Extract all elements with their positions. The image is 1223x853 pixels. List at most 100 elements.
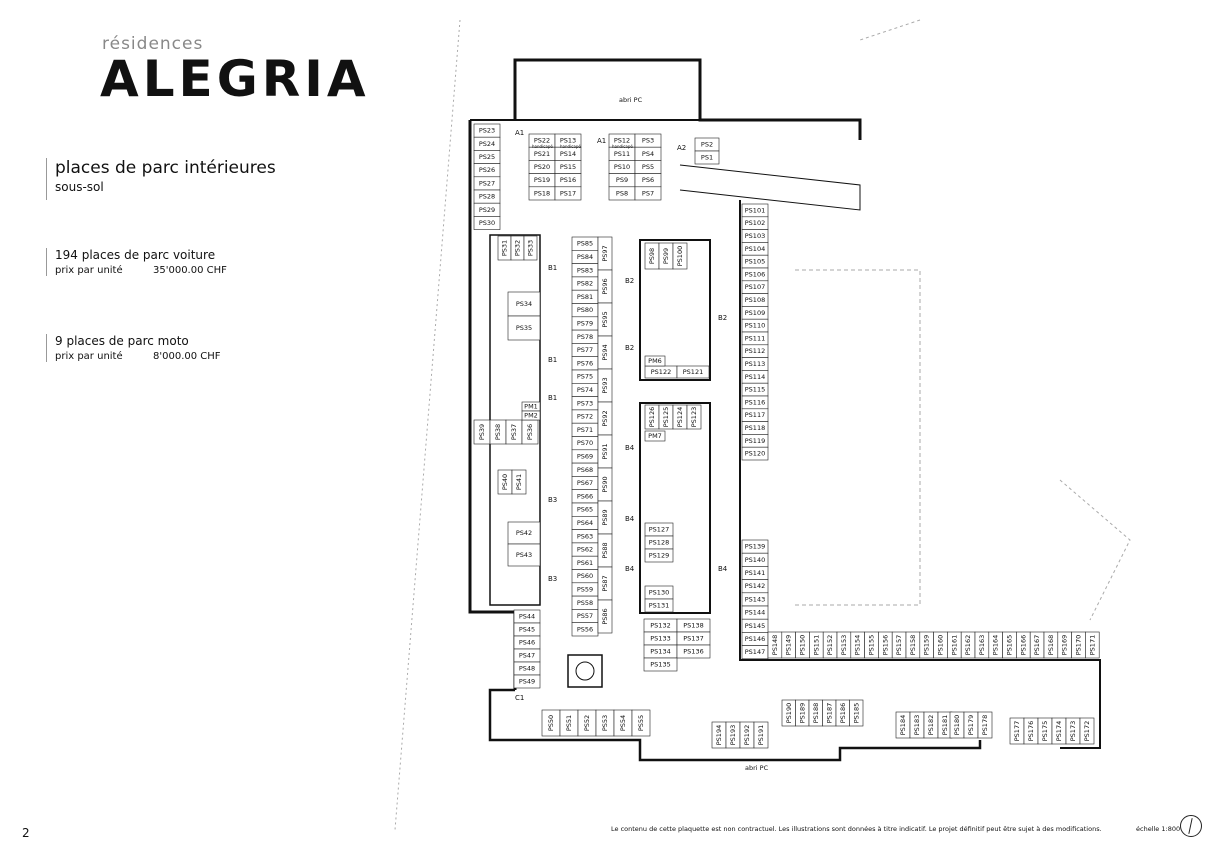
svg-text:PS147: PS147 [745,648,765,656]
parking-bay-west: PS28 [473,189,501,204]
svg-text:PS118: PS118 [745,424,765,432]
parking-bay-south: PS183 [909,711,925,739]
parking-bay-south: PS179 [963,711,979,739]
svg-text:PS41: PS41 [515,474,523,490]
svg-text:PS28: PS28 [479,193,495,201]
parking-bay-east: PS102 [741,216,769,230]
svg-text:PS72: PS72 [577,413,593,421]
svg-text:PS123: PS123 [690,407,698,427]
svg-text:PM1: PM1 [524,403,538,411]
svg-text:PS40: PS40 [501,474,509,490]
svg-text:PS32: PS32 [514,240,522,256]
parking-bay-central: PS60 [571,569,599,584]
stair-label: B1 [548,264,557,272]
parking-bay-south: PS190 [781,699,796,727]
parking-bay-core: PS99 [658,242,674,270]
parking-bay-central: PS90 [597,467,613,502]
car-parking-info: 194 places de parc voiture prix par unit… [46,248,227,276]
parking-bay-core: PS123 [686,404,702,430]
svg-text:PS119: PS119 [745,437,765,445]
svg-text:PS23: PS23 [479,127,495,135]
svg-text:PS90: PS90 [601,476,609,492]
parking-bay-east: PS143 [741,592,769,607]
svg-text:PS116: PS116 [745,398,765,406]
svg-text:PS161: PS161 [950,635,958,655]
svg-text:PS132: PS132 [650,622,670,630]
parking-bay-north: PS21 [528,146,556,161]
svg-text:PS106: PS106 [745,270,765,278]
parking-bay-central: PS59 [571,582,599,597]
svg-text:PS191: PS191 [757,725,765,745]
parking-bay-south: PS186 [835,699,850,727]
car-price-label: prix par unité [55,265,123,276]
parking-bay-core: PS125 [658,404,674,430]
parking-bay-south-east: PS154 [850,631,865,659]
parking-bay-east: PS113 [741,357,769,371]
svg-text:PS39: PS39 [478,424,486,440]
stair-label: B2 [625,344,634,352]
parking-bay-central: PS72 [571,409,599,424]
svg-text:PS104: PS104 [745,245,765,253]
parking-bay-north: PS14 [554,146,582,161]
svg-text:PS143: PS143 [745,595,765,603]
svg-text:PS192: PS192 [743,725,751,745]
svg-text:PS173: PS173 [1069,721,1077,741]
svg-text:PS185: PS185 [852,703,860,723]
parking-bay-west: PS27 [473,176,501,191]
svg-text:PS92: PS92 [601,410,609,426]
parking-bay-west-lower: PS45 [513,622,541,637]
parking-bay-central: PS62 [571,542,599,557]
svg-text:PS117: PS117 [745,411,765,419]
parking-bay-core: PS130 [644,585,674,600]
parking-bay-south-east: PS150 [795,631,810,659]
stair-label: B3 [548,575,557,583]
disclaimer: Le contenu de cette plaquette est non co… [611,825,1102,833]
parking-bay-west-inner: PS37 [505,419,523,445]
svg-text:PS84: PS84 [577,253,593,261]
parking-bay-east: PS141 [741,566,769,580]
svg-text:PS101: PS101 [745,206,765,214]
svg-text:PS100: PS100 [676,246,684,266]
svg-text:PS61: PS61 [577,559,593,567]
svg-text:PS107: PS107 [745,283,765,291]
svg-text:PS51: PS51 [565,715,573,731]
svg-text:PS60: PS60 [577,572,593,580]
svg-text:PS12: PS12 [614,137,630,145]
svg-text:PS33: PS33 [527,240,535,256]
parking-bay-core: PS128 [644,535,674,550]
parking-bay-core: PS127 [644,522,674,537]
parking-bay-south-east: PS153 [836,631,852,659]
parking-bay-south-east: PS160 [933,631,948,659]
stair-label: B2 [625,277,634,285]
entrance-label: A1 [515,129,524,137]
svg-text:PS169: PS169 [1061,635,1069,655]
svg-text:PS22: PS22 [534,137,550,145]
parking-bay-central: PS91 [597,434,613,469]
parking-bay-south: PS52 [577,709,597,737]
svg-text:PS81: PS81 [577,293,593,301]
parking-bay-west-inner: PS31 [497,235,512,261]
svg-text:PS156: PS156 [881,635,889,655]
svg-text:PS25: PS25 [479,153,495,161]
svg-text:PS98: PS98 [648,248,656,264]
svg-text:PS179: PS179 [967,715,975,735]
stair-label: B4 [718,565,728,573]
parking-bay-central: PS79 [571,316,599,331]
parking-bay-central: PS61 [571,555,599,570]
brand-subtitle: résidences [102,34,204,54]
parking-bay-south-mid: PS134 [643,644,678,659]
svg-text:PS171: PS171 [1088,635,1096,655]
parking-bay-east: PS144 [741,605,769,620]
parking-bay-south: PS55 [631,709,651,737]
parking-bay-west-inner: PS40 [497,469,513,495]
moto-price-label: prix par unité [55,351,123,362]
svg-text:PS3: PS3 [642,137,654,145]
moto-bay: PM1 [521,401,541,412]
parking-bay-north: PS10 [608,160,636,174]
parking-bay-west-inner: PS32 [510,235,525,261]
parking-bay-east: PS111 [741,331,769,346]
svg-text:PS87: PS87 [601,575,609,591]
svg-text:PS134: PS134 [650,648,670,656]
svg-text:PS78: PS78 [577,333,593,341]
svg-text:PS26: PS26 [479,166,495,174]
